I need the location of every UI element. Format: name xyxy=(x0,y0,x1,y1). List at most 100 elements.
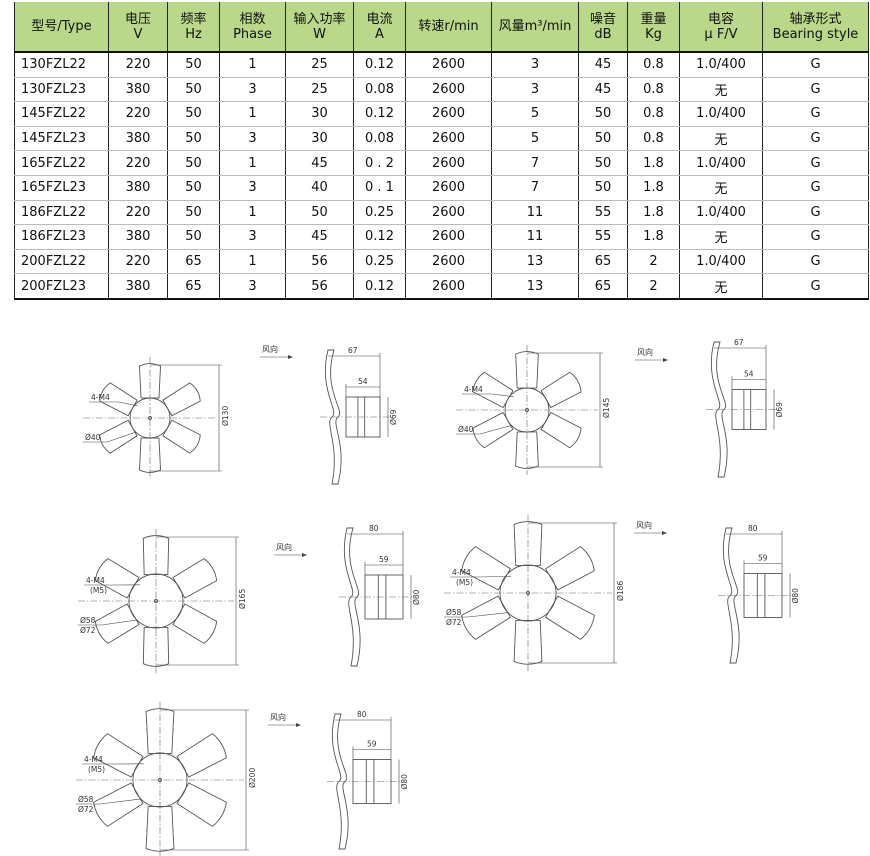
table-cell: 50 xyxy=(578,126,628,152)
table-cell: 1.0/400 xyxy=(679,101,763,127)
fan-blade xyxy=(461,595,511,640)
table-cell: 1.8 xyxy=(627,224,680,250)
column-header-line: 输入功率 xyxy=(293,11,346,27)
table-cell: 1 xyxy=(219,249,286,275)
dimension-label: 67 xyxy=(348,346,358,355)
table-cell: 无 xyxy=(679,273,763,300)
dimension-label: Ø186 xyxy=(616,581,625,601)
table-cell: 45 xyxy=(285,150,354,176)
table-cell: 30 xyxy=(285,126,354,152)
fan-blade xyxy=(176,733,227,778)
dimension-label: Ø72 xyxy=(446,618,462,627)
table-cell: G xyxy=(762,52,869,78)
table-cell: 220 xyxy=(108,52,168,78)
fan-blade xyxy=(142,535,170,575)
wind-direction: 风向 xyxy=(260,344,293,359)
wind-arrow-head xyxy=(302,553,307,557)
dimension-label: 4-M4 xyxy=(91,393,110,402)
column-header-line: Kg xyxy=(645,26,662,42)
table-cell: G xyxy=(762,101,869,127)
table-cell: 380 xyxy=(108,77,168,103)
table-cell: 0 . 2 xyxy=(353,150,406,176)
table-cell: 65 xyxy=(578,249,628,275)
fan-blade xyxy=(142,627,170,667)
leader-line xyxy=(479,575,512,578)
dimension-label: Ø58 xyxy=(78,795,94,804)
column-header-line: 重量 xyxy=(640,11,667,27)
table-cell: 165FZL22 xyxy=(14,150,109,176)
dimension-label: Ø58 xyxy=(446,608,462,617)
table-cell: 2600 xyxy=(405,200,492,226)
column-header: 风量m³/min xyxy=(491,2,579,52)
table-cell: 165FZL23 xyxy=(14,175,109,201)
leader-line xyxy=(479,425,512,435)
dimension-label: Ø165 xyxy=(238,589,247,609)
dimension-label: 4-M4 xyxy=(452,568,471,577)
fan-blade xyxy=(93,782,144,827)
dimension-label: 80 xyxy=(748,524,758,533)
table-cell: 45 xyxy=(285,224,354,250)
leader-line xyxy=(467,612,509,618)
table-cell: 1.0/400 xyxy=(679,52,763,78)
table-cell: 2600 xyxy=(405,273,492,300)
table-cell: 50 xyxy=(167,52,220,78)
column-header-line: 电压 xyxy=(124,11,151,27)
dimension-label: 风向 xyxy=(262,344,278,354)
table-cell: 1 xyxy=(219,52,286,78)
table-cell: 45 xyxy=(578,77,628,103)
table-cell: 220 xyxy=(108,101,168,127)
blade-profile xyxy=(324,349,342,485)
fan-blade xyxy=(94,603,140,644)
column-header-line: 相数 xyxy=(239,11,266,27)
table-cell: 380 xyxy=(108,224,168,250)
table-cell: 45 xyxy=(578,52,628,78)
table-cell: 220 xyxy=(108,200,168,226)
table-cell: 200FZL22 xyxy=(14,249,109,275)
table-cell: 56 xyxy=(285,249,354,275)
table-cell: 0.12 xyxy=(353,101,406,127)
table-cell: 25 xyxy=(285,52,354,78)
column-header-line: A xyxy=(375,26,384,42)
dimension-label: 风向 xyxy=(637,347,653,357)
column-header-line: 电流 xyxy=(366,11,393,27)
fan-blade xyxy=(540,411,582,449)
fan-blade xyxy=(99,382,138,417)
table-cell: 50 xyxy=(167,101,220,127)
table-cell: 145FZL22 xyxy=(14,101,109,127)
dimension-label: 风向 xyxy=(636,520,652,530)
table-cell: G xyxy=(762,77,869,103)
table-cell: 1 xyxy=(219,101,286,127)
column-header-line: dB xyxy=(594,26,612,42)
dimension-label: Ø130 xyxy=(221,406,230,426)
hub-center xyxy=(526,591,530,595)
table-cell: 7 xyxy=(491,150,579,176)
dimension-label: 风向 xyxy=(276,542,292,552)
table-cell: 0.8 xyxy=(627,101,680,127)
column-header: 型号/Type xyxy=(14,2,109,52)
fan-blade xyxy=(515,431,539,469)
table-cell: 186FZL23 xyxy=(14,224,109,250)
wind-arrow-head xyxy=(296,723,301,727)
table-cell: 65 xyxy=(167,249,220,275)
leader-line xyxy=(491,393,514,398)
wind-direction: 风向 xyxy=(268,712,301,727)
hub-center xyxy=(148,416,152,420)
fan-blade xyxy=(162,382,201,417)
hub-circle xyxy=(499,564,557,622)
fan-blade xyxy=(139,437,161,473)
table-cell: 50 xyxy=(578,101,628,127)
hub-circle xyxy=(128,573,184,629)
dimension-label: 54 xyxy=(744,370,754,379)
column-header-line: Hz xyxy=(185,26,202,42)
table-cell: 1.0/400 xyxy=(679,200,763,226)
column-header-line: 电容 xyxy=(707,11,734,27)
hub-center xyxy=(525,408,529,412)
column-header-line: V xyxy=(133,26,143,42)
wind-direction: 风向 xyxy=(635,347,668,362)
